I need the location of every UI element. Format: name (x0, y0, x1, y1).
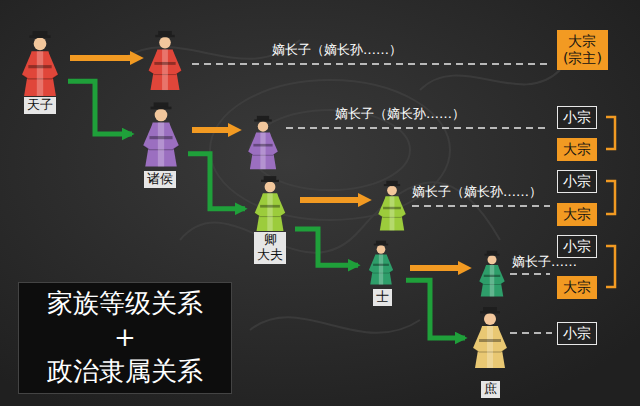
bracket (606, 117, 615, 149)
node-text: 小宗 (563, 109, 591, 126)
succession-arrow (192, 127, 232, 133)
hierarchy-arrow (406, 280, 465, 338)
node-text: 家族等级关系 + 政治隶属关系 (40, 287, 210, 388)
node-text: 大宗 (563, 279, 591, 296)
line-label: 嫡长子（嫡长孙……） (335, 106, 465, 122)
heir-figure (479, 251, 505, 297)
rank-figure: 诸侯 (132, 98, 188, 188)
succession-arrow (70, 55, 134, 61)
heir-figure (149, 31, 182, 90)
node-text: 士 (373, 289, 392, 306)
hierarchy-arrow (188, 154, 245, 209)
dashed-line (412, 205, 550, 207)
dashed-line (510, 332, 552, 334)
major-lineage-box: 大宗 (宗主) (557, 30, 608, 70)
node-text: 小宗 (563, 325, 591, 342)
node-text: 天子 (24, 97, 56, 114)
node-text: 小宗 (563, 238, 591, 255)
rank-figure: 庶 (465, 298, 515, 398)
minor-lineage-box: 小宗 (557, 106, 597, 129)
line-label: 嫡长子（嫡长孙……） (272, 42, 402, 58)
line-label: 嫡长子…… (512, 254, 577, 270)
dashed-line (192, 63, 550, 65)
node-text: 卿 大夫 (254, 232, 286, 264)
rank-figure: 天子 (12, 28, 68, 114)
emperor-figure (22, 31, 58, 96)
node-text: 大宗 (563, 141, 591, 158)
bracket (606, 246, 615, 287)
lord-figure (143, 102, 179, 166)
minister-figure (255, 176, 286, 231)
bracket (606, 181, 615, 214)
major-lineage-box: 大宗 (557, 138, 597, 161)
succession-arrow (300, 197, 362, 203)
hierarchy-arrow (68, 81, 132, 134)
node-text: 大宗 (宗主) (563, 33, 602, 67)
dashed-line (286, 127, 550, 129)
rank-figure: 士 (358, 238, 406, 306)
commoner-figure (473, 307, 507, 368)
node-text: 诸侯 (144, 171, 176, 188)
heir-figure (248, 116, 278, 169)
dashed-line (510, 273, 550, 275)
major-lineage-box: 大宗 (557, 276, 597, 299)
heir-figure (378, 181, 406, 231)
major-lineage-box: 大宗 (557, 203, 597, 226)
summary-box: 家族等级关系 + 政治隶属关系 (18, 282, 232, 394)
rank-figure: 卿 大夫 (245, 172, 295, 264)
node-text: 庶 (481, 381, 500, 398)
minor-lineage-box: 小宗 (557, 322, 597, 345)
succession-arrow (410, 265, 462, 271)
node-text: 小宗 (563, 173, 591, 190)
scholar-figure (369, 241, 393, 285)
line-label: 嫡长子（嫡长孙……） (412, 184, 542, 200)
minor-lineage-box: 小宗 (557, 170, 597, 193)
hierarchy-arrow (295, 229, 358, 265)
node-text: 大宗 (563, 206, 591, 223)
